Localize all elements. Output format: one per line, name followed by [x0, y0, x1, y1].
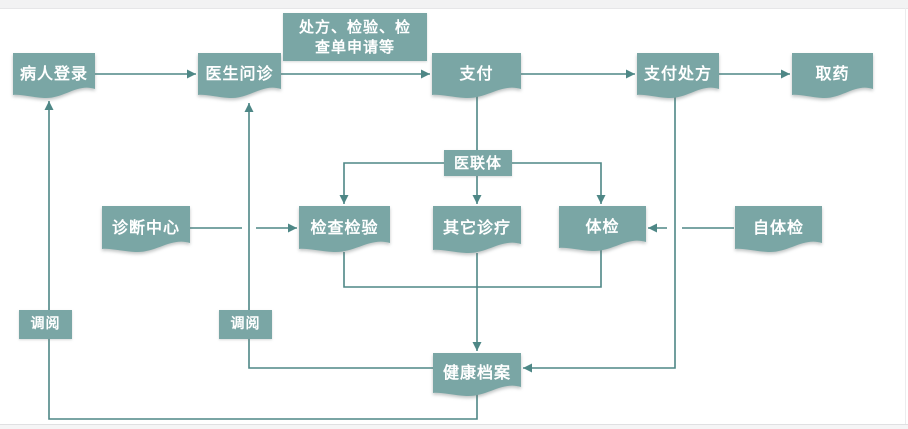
self-exam-shape [735, 206, 822, 253]
edge-health-to-consult [244, 103, 433, 369]
label-order-application: 处方、检验、检 查单申请等 [298, 17, 411, 56]
node-payment: 支付 [459, 64, 494, 84]
label-retrieve-1: 调阅 [30, 316, 61, 333]
physical-exam-shape [559, 206, 646, 252]
page-bottom-border [0, 424, 908, 429]
pay-prescription-shape [637, 53, 719, 99]
diagnosis-center-shape [102, 206, 190, 253]
edge-payprescription-to-health [523, 96, 676, 373]
label-retrieve-2: 调阅 [230, 316, 261, 333]
node-doctor-consult: 医生问诊 [205, 64, 274, 84]
retrieve-2-shape [219, 310, 272, 339]
retrieve-1-shape [19, 310, 72, 339]
node-self-exam: 自体检 [752, 217, 804, 237]
health-record-shape [433, 353, 521, 397]
node-pay-prescription: 支付处方 [643, 64, 712, 84]
node-diagnosis-center: 诊断中心 [111, 217, 180, 237]
exam-test-shape [299, 206, 390, 253]
node-other-treatment: 其它诊疗 [442, 218, 511, 238]
other-treatment-shape [433, 206, 521, 254]
node-physical-exam: 体检 [585, 217, 620, 237]
label-medical-alliance: 医联体 [453, 153, 502, 172]
page-right-border [905, 8, 906, 424]
node-exam-test: 检查检验 [310, 217, 379, 237]
node-patient-login: 病人登录 [19, 64, 88, 84]
node-health-record: 健康档案 [442, 363, 511, 383]
edge-alliance-to-physicalexam [512, 162, 606, 204]
patient-login-shape [13, 53, 95, 99]
order-application-shape [283, 13, 427, 61]
edge-bottom-junction [343, 250, 602, 288]
edge-health-to-login [44, 101, 478, 420]
edge-alliance-to-examtest [339, 162, 444, 204]
page-top-border [0, 0, 908, 9]
node-get-medicine: 取药 [815, 64, 850, 84]
get-medicine-shape [792, 53, 873, 99]
medical-alliance-shape [444, 150, 512, 176]
doctor-consult-shape [198, 53, 281, 99]
payment-shape [432, 53, 521, 99]
